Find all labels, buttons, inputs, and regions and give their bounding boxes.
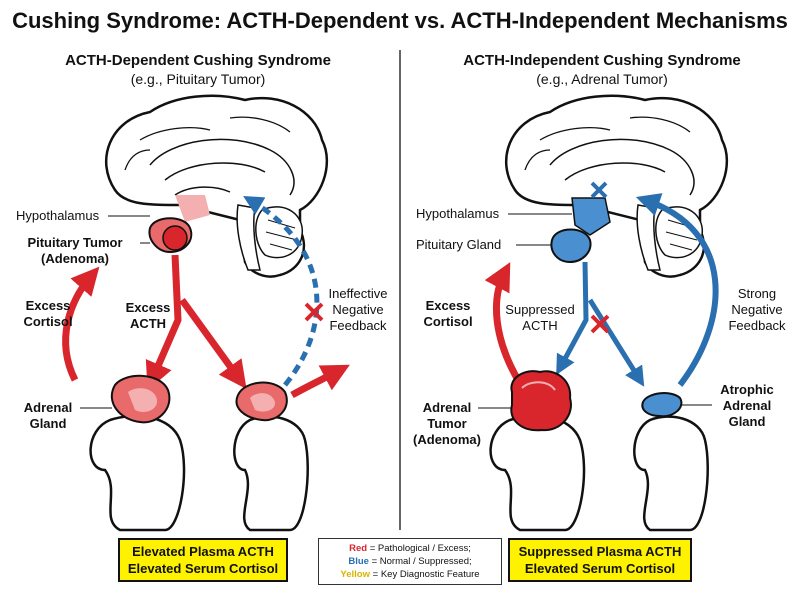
legend-yellow-text: = Key Diagnostic Feature (370, 569, 480, 580)
right-kidney-tumor (489, 370, 586, 532)
right-feedback-line3: Feedback (728, 318, 786, 333)
right-acth-block-icon (590, 314, 610, 334)
left-box-line2: Elevated Serum Cortisol (127, 561, 279, 576)
left-feedback-block-icon (304, 302, 324, 322)
legend-blue-key: Blue (348, 556, 369, 567)
right-excess-cortisol-line1: Excess (425, 298, 471, 313)
left-adrenal-line1: Adrenal (23, 400, 73, 415)
legend-yellow-row: Yellow = Key Diagnostic Feature (325, 568, 495, 581)
left-excess-acth-line2: ACTH (129, 316, 167, 331)
color-legend: Red = Pathological / Excess; Blue = Norm… (318, 538, 502, 585)
left-pituitary-tumor-line1: Pituitary Tumor (27, 235, 123, 250)
left-excess-cortisol-label: Excess Cortisol (18, 298, 78, 330)
right-diagnostic-box: Suppressed Plasma ACTH Elevated Serum Co… (508, 538, 692, 582)
right-tumor-line3: (Adenoma) (413, 432, 481, 447)
left-kidney-1 (89, 374, 186, 532)
right-acth-arrow-1 (556, 261, 589, 376)
right-atrophic-line2: Adrenal (722, 398, 772, 413)
legend-blue-row: Blue = Normal / Suppressed; (325, 555, 495, 568)
right-kidney-atrophic (633, 392, 709, 532)
legend-blue-text: = Normal / Suppressed; (368, 556, 472, 567)
left-excess-acth-line1: Excess (125, 300, 171, 315)
right-suppressed-line1: Suppressed (505, 302, 575, 317)
left-acth-arrow-1 (145, 254, 182, 391)
left-feedback-line2: Negative (332, 302, 384, 317)
left-feedback-line3: Feedback (329, 318, 387, 333)
left-cortisol-out-arrow (290, 364, 350, 399)
left-excess-cortisol-line1: Excess (25, 298, 71, 313)
right-atrophic-line3: Gland (728, 414, 766, 429)
right-pituitary-label: Pituitary Gland (416, 237, 502, 252)
right-box-line1: Suppressed Plasma ACTH (518, 544, 682, 559)
right-panel-subtitle: (e.g., Adrenal Tumor) (536, 71, 668, 87)
right-hypothalamus-label: Hypothalamus (416, 206, 500, 221)
legend-red-key: Red (349, 543, 368, 554)
right-atrophic-label: Atrophic Adrenal Gland (712, 382, 782, 430)
right-box-line2: Elevated Serum Cortisol (524, 561, 676, 576)
left-excess-cortisol-arrow (62, 266, 100, 382)
left-excess-cortisol-line2: Cortisol (23, 314, 73, 329)
right-feedback-line2: Negative (731, 302, 783, 317)
legend-yellow-key: Yellow (340, 569, 370, 580)
right-excess-cortisol-label: Excess Cortisol (418, 298, 478, 330)
right-excess-cortisol-arrow (484, 262, 522, 382)
legend-red-text: = Pathological / Excess; (367, 543, 471, 554)
right-brain (504, 94, 729, 278)
left-adrenal-line2: Gland (29, 416, 67, 431)
legend-red-row: Red = Pathological / Excess; (325, 542, 495, 555)
right-adrenal-tumor-label: Adrenal Tumor (Adenoma) (412, 400, 482, 448)
left-adrenal-label: Adrenal Gland (18, 400, 78, 432)
left-hypothalamus-label: Hypothalamus (16, 208, 100, 223)
right-feedback-arrow (635, 193, 719, 387)
left-excess-acth-label: Excess ACTH (118, 300, 178, 332)
left-panel-title: ACTH-Dependent Cushing Syndrome (65, 52, 331, 69)
right-excess-cortisol-line2: Cortisol (423, 314, 473, 329)
right-acth-arrow-2 (587, 298, 645, 387)
right-feedback-label: Strong Negative Feedback (722, 286, 792, 334)
diagram-title: Cushing Syndrome: ACTH-Dependent vs. ACT… (12, 8, 788, 33)
right-tumor-line1: Adrenal (422, 400, 472, 415)
right-feedback-line1: Strong (737, 286, 777, 301)
left-feedback-arrow (243, 195, 320, 387)
left-pituitary-tumor (148, 217, 193, 254)
left-panel-subtitle: (e.g., Pituitary Tumor) (130, 71, 266, 87)
left-kidney-2 (233, 381, 309, 532)
left-pituitary-tumor-line2: (Adenoma) (41, 251, 109, 266)
left-acth-arrow-2 (179, 297, 247, 390)
left-box-line1: Elevated Plasma ACTH (132, 544, 274, 559)
right-panel-title: ACTH-Independent Cushing Syndrome (463, 52, 741, 69)
right-hypothalamus-pituitary (550, 197, 611, 264)
left-pituitary-tumor-label: Pituitary Tumor (Adenoma) (10, 235, 140, 267)
right-hypothalamus-block-icon (590, 181, 608, 199)
right-suppressed-acth-label: Suppressed ACTH (500, 302, 580, 334)
right-tumor-line2: Tumor (427, 416, 467, 431)
left-feedback-line1: Ineffective (328, 286, 388, 301)
right-atrophic-line1: Atrophic (720, 382, 774, 397)
left-diagnostic-box: Elevated Plasma ACTH Elevated Serum Cort… (118, 538, 288, 582)
right-suppressed-line2: ACTH (522, 318, 558, 333)
left-brain (104, 94, 329, 278)
left-feedback-label: Ineffective Negative Feedback (320, 286, 396, 334)
